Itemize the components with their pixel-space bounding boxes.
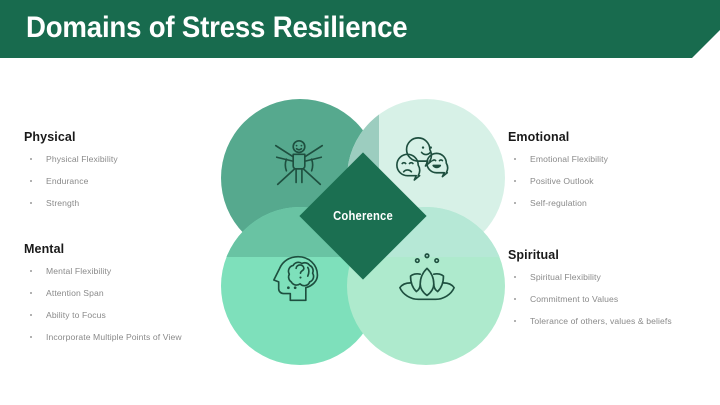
bullet-icon	[514, 320, 517, 323]
bullet-icon	[30, 292, 33, 295]
list-item-label: Strength	[46, 198, 80, 208]
list-item-label: Tolerance of others, values & beliefs	[530, 316, 672, 326]
header-banner	[0, 0, 720, 58]
list-item: Attention Span	[24, 288, 239, 299]
list-item: Endurance	[24, 176, 239, 187]
list-item-label: Commitment to Values	[530, 294, 619, 304]
domain-heading-mental: Mental	[24, 242, 65, 256]
domain-heading-spiritual: Spiritual	[508, 248, 559, 262]
domain-list-physical: Physical Flexibility Endurance Strength	[24, 154, 239, 209]
list-item: Tolerance of others, values & beliefs	[508, 316, 720, 327]
bullet-icon	[30, 202, 33, 205]
domain-block-emotional: Emotional Emotional Flexibility Positive…	[508, 130, 720, 220]
bullet-icon	[30, 336, 33, 339]
coherence-label: Coherence	[333, 209, 393, 223]
list-item: Strength	[24, 198, 239, 209]
domain-heading-emotional: Emotional	[508, 130, 570, 144]
emotion-faces-icon	[393, 134, 455, 196]
list-item-label: Ability to Focus	[46, 310, 106, 320]
list-item: Mental Flexibility	[24, 266, 239, 277]
domain-list-spiritual: Spiritual Flexibility Commitment to Valu…	[508, 272, 720, 327]
bullet-icon	[30, 158, 33, 161]
list-item: Emotional Flexibility	[508, 154, 720, 165]
lotus-flower-icon	[396, 248, 458, 310]
list-item: Physical Flexibility	[24, 154, 239, 165]
list-item: Self-regulation	[508, 198, 720, 209]
bullet-icon	[514, 298, 517, 301]
list-item-label: Spiritual Flexibility	[530, 272, 601, 282]
domain-block-spiritual: Spiritual Spiritual Flexibility Commitme…	[508, 248, 720, 338]
head-brain-question-icon	[269, 248, 331, 310]
list-item: Commitment to Values	[508, 294, 720, 305]
bullet-icon	[30, 180, 33, 183]
domain-list-mental: Mental Flexibility Attention Span Abilit…	[24, 266, 239, 343]
list-item-label: Positive Outlook	[530, 176, 594, 186]
list-item: Ability to Focus	[24, 310, 239, 321]
domain-heading-physical: Physical	[24, 130, 76, 144]
domain-block-physical: Physical Physical Flexibility Endurance …	[24, 130, 239, 220]
list-item-label: Physical Flexibility	[46, 154, 118, 164]
bullet-icon	[514, 180, 517, 183]
list-item-label: Endurance	[46, 176, 89, 186]
page-title: Domains of Stress Resilience	[26, 11, 408, 44]
bullet-icon	[514, 202, 517, 205]
list-item-label: Attention Span	[46, 288, 104, 298]
stretching-person-icon	[268, 134, 330, 196]
list-item-label: Emotional Flexibility	[530, 154, 609, 164]
list-item-label: Mental Flexibility	[46, 266, 112, 276]
domain-block-mental: Mental Mental Flexibility Attention Span…	[24, 242, 239, 354]
bullet-icon	[514, 276, 517, 279]
list-item: Positive Outlook	[508, 176, 720, 187]
domain-list-emotional: Emotional Flexibility Positive Outlook S…	[508, 154, 720, 209]
list-item-label: Incorporate Multiple Points of View	[46, 332, 182, 342]
venn-diagram: Coherence	[218, 96, 508, 368]
bullet-icon	[514, 158, 517, 161]
bullet-icon	[30, 270, 33, 273]
list-item-label: Self-regulation	[530, 198, 587, 208]
bullet-icon	[30, 314, 33, 317]
list-item: Spiritual Flexibility	[508, 272, 720, 283]
list-item: Incorporate Multiple Points of View	[24, 332, 239, 343]
